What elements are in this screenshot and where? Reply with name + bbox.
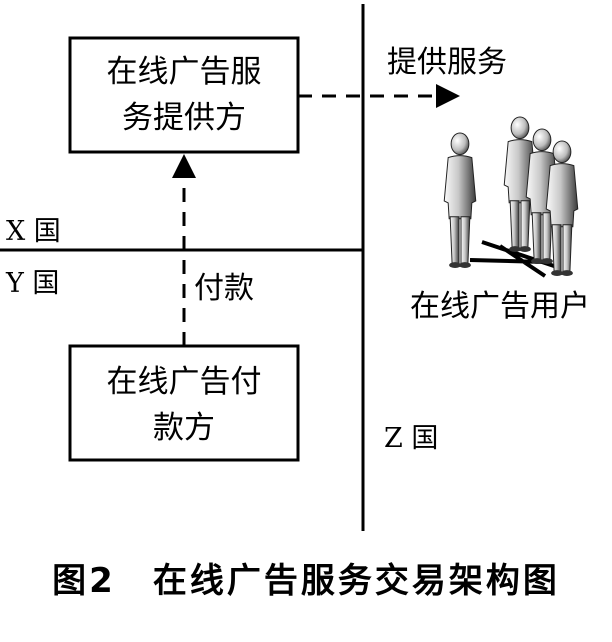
provider-box: 在线广告服 务提供方	[68, 36, 300, 154]
country-z-label: Z 国	[384, 423, 438, 454]
figure-caption: 图2 在线广告服务交易架构图	[52, 561, 560, 601]
payer-box-line1: 在线广告付	[107, 364, 262, 400]
provider-box-line1: 在线广告服	[107, 54, 262, 90]
payment-label: 付款	[194, 271, 254, 306]
arrow-right-icon	[298, 84, 460, 108]
users-label: 在线广告用户	[410, 289, 590, 324]
country-x-label: X 国	[6, 216, 61, 247]
country-y-label: Y 国	[5, 268, 59, 299]
payer-box: 在线广告付 款方	[68, 344, 300, 462]
people-group-icon	[443, 116, 579, 278]
payer-box-line2: 款方	[153, 410, 215, 446]
arrow-up-icon	[172, 154, 196, 346]
service-label: 提供服务	[387, 45, 507, 80]
provider-box-line2: 务提供方	[122, 100, 246, 136]
